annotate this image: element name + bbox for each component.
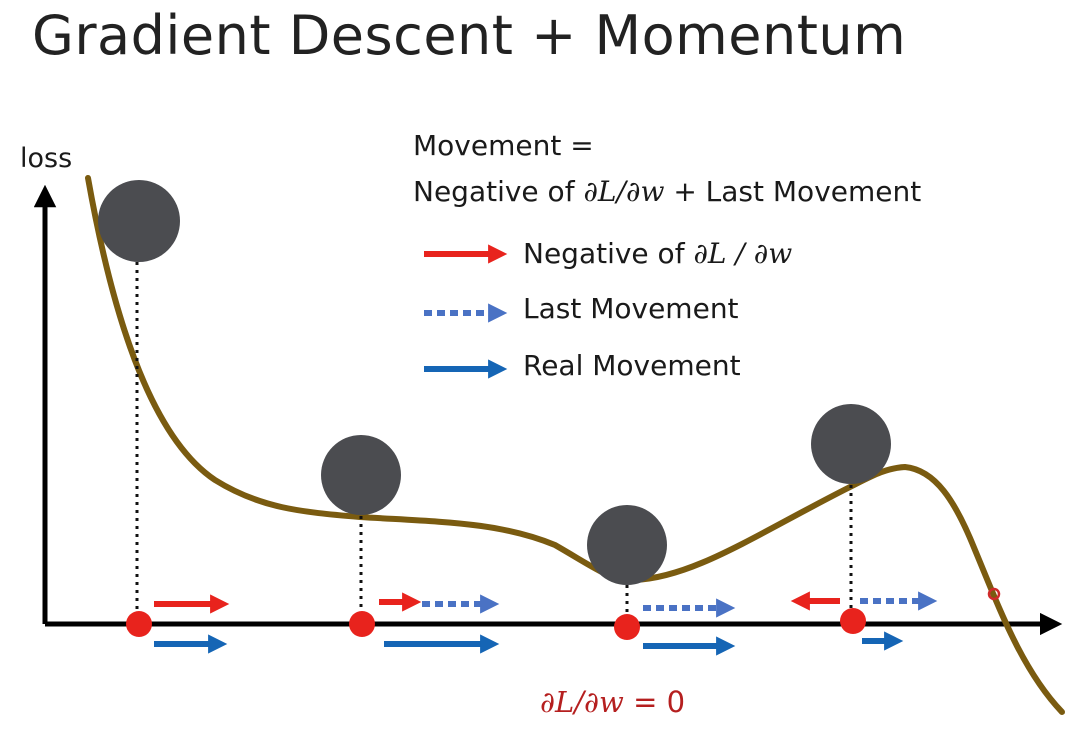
ball: [587, 505, 667, 585]
position-point: [614, 614, 640, 640]
y-axis-label: loss: [20, 143, 72, 174]
cursor-marker: [987, 587, 1001, 601]
ball: [321, 435, 401, 515]
formula-line2: Negative of ∂L/∂w + Last Movement: [413, 175, 921, 208]
ball: [98, 180, 180, 262]
legend-label-real-movement: Real Movement: [523, 349, 741, 382]
ball: [811, 404, 891, 484]
page-title: Gradient Descent + Momentum: [32, 4, 907, 67]
legend-label-gradient: Negative of ∂L / ∂w: [523, 237, 792, 270]
position-point: [349, 611, 375, 637]
legend-label-last-movement: Last Movement: [523, 292, 739, 325]
zero-gradient-annotation: ∂L/∂w = 0: [540, 685, 685, 719]
formula-line1: Movement =: [413, 129, 594, 162]
position-point: [126, 611, 152, 637]
legend: Negative of ∂L / ∂w Last Movement Real M…: [424, 237, 792, 382]
position-point: [840, 608, 866, 634]
